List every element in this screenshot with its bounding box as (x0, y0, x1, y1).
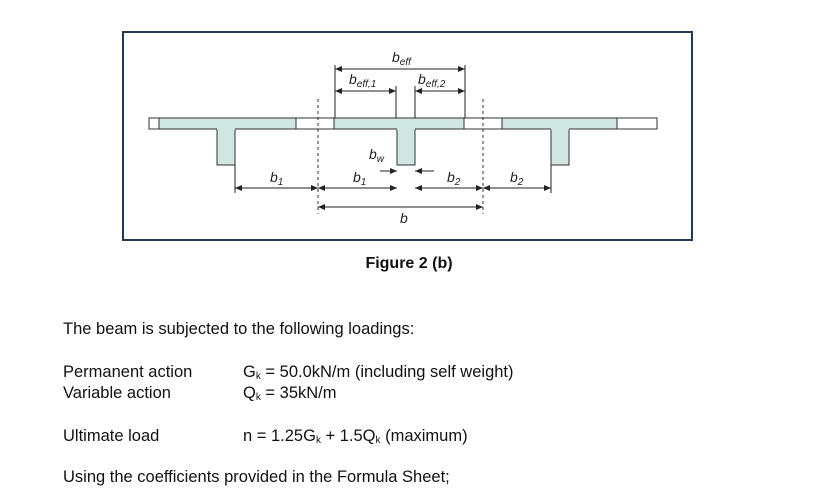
beff1-dimension (335, 86, 397, 118)
b1-mid-label: b1 (353, 169, 366, 188)
using-text: Using the coefficients provided in the F… (63, 468, 450, 486)
ultimate-value: n = 1.25Gk + 1.5Qk (maximum) (243, 427, 468, 446)
flange-slab (148, 117, 658, 130)
b1-left-label: b1 (270, 169, 283, 188)
variable-label: Variable action (63, 384, 171, 402)
permanent-value: Gk = 50.0kN/m (including self weight) (243, 363, 514, 382)
beff-label: beff (392, 49, 412, 68)
dashed-lines (317, 99, 484, 214)
b2-mid-label: b2 (447, 169, 461, 188)
permanent-label: Permanent action (63, 363, 193, 381)
b-label: b (400, 210, 408, 226)
beff1-label: beff,1 (349, 71, 376, 90)
webs (216, 128, 570, 166)
t-beam-diagram: beff beff,1 beff,2 bw b1 b1 b2 b2 b (148, 49, 658, 226)
figure-frame: beff beff,1 beff,2 bw b1 b1 b2 b2 b (122, 31, 693, 241)
variable-value: Qk = 35kN/m (243, 384, 337, 403)
beff2-label: beff,2 (418, 71, 446, 90)
b2-right-label: b2 (510, 169, 524, 188)
b1-b2-dimensions (234, 165, 552, 193)
bw-label: bw (369, 146, 385, 165)
beff2-dimension (414, 86, 465, 118)
intro-text: The beam is subjected to the following l… (63, 320, 415, 338)
beff-dimension (334, 65, 466, 118)
figure-caption: Figure 2 (b) (365, 255, 453, 272)
ultimate-label: Ultimate load (63, 427, 160, 445)
